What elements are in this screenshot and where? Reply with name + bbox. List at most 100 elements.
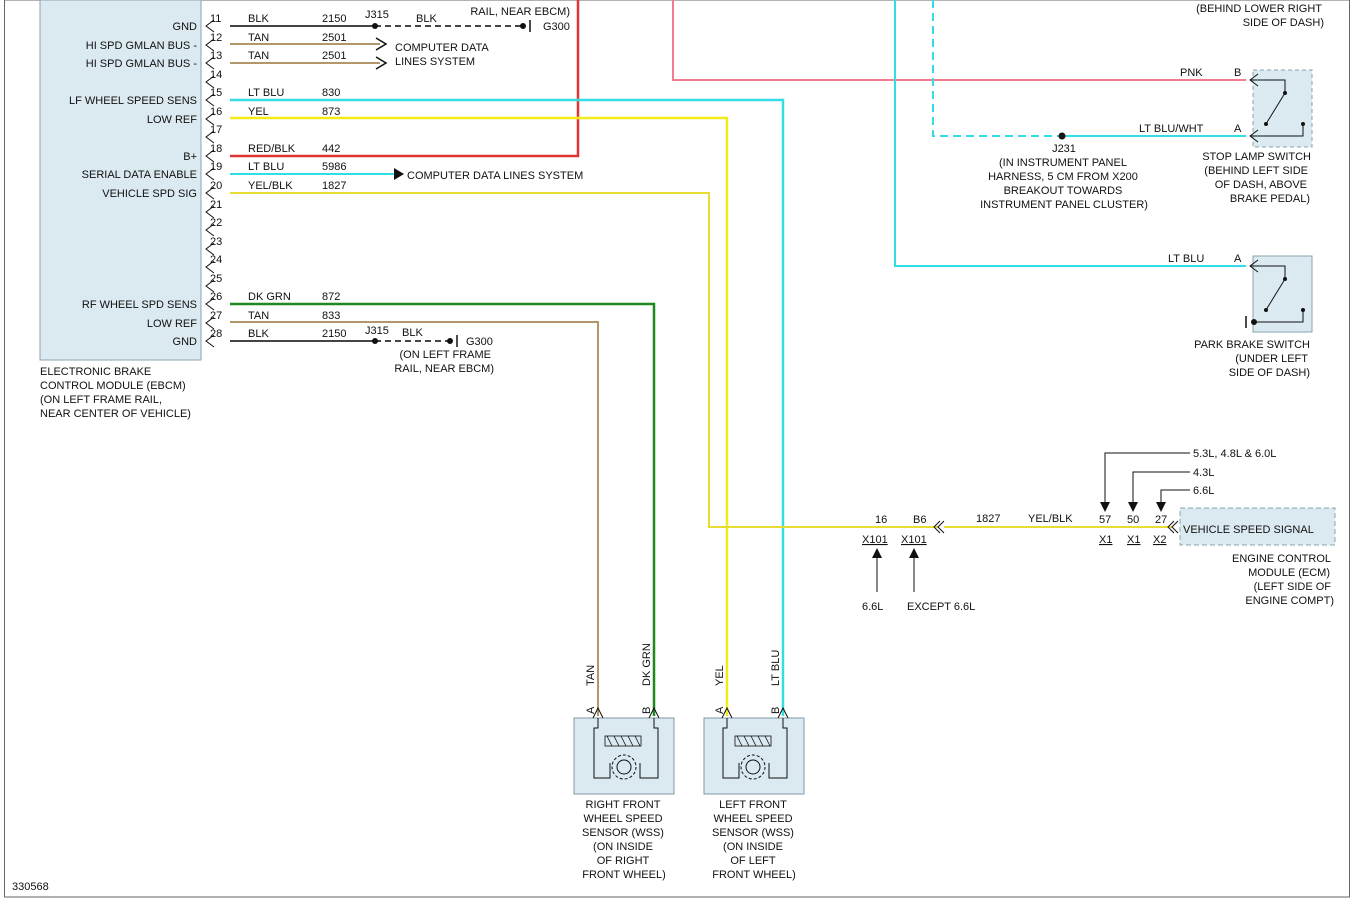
pin-number: 25	[210, 273, 222, 285]
ecm-x1-b: X1	[1127, 534, 1140, 546]
rail-bottom-1: (ON LEFT FRAME	[400, 349, 491, 361]
lf-pin-a: A	[714, 706, 726, 714]
engine-label-1: 5.3L, 4.8L & 6.0L	[1193, 448, 1276, 460]
vss-pin-16: 16	[875, 514, 887, 526]
splice-j315-top	[372, 23, 378, 29]
rf-caption-2: WHEEL SPEED	[583, 813, 662, 825]
pin-number: 18	[210, 143, 222, 155]
pin-wire-color: YEL/BLK	[248, 180, 293, 192]
rail-bottom-2: RAIL, NEAR EBCM)	[394, 363, 494, 375]
park-switch-contact	[1250, 265, 1286, 278]
pin-number: 27	[210, 310, 222, 322]
pin-label: B+	[183, 151, 197, 163]
pin-number: 26	[210, 291, 222, 303]
connector-b6	[933, 520, 945, 534]
wire-pin27-tan	[230, 321, 599, 716]
pin-connector-chevron	[205, 242, 215, 256]
blk-bottom-label: BLK	[402, 327, 423, 339]
ebcm-pin-row: 25	[205, 273, 222, 293]
lf-wheel-speed-sensor	[703, 706, 805, 795]
vss-color: YEL/BLK	[1028, 513, 1073, 525]
wire-pin18-redblk	[230, 0, 580, 158]
ecm-pin-57: 57	[1099, 514, 1111, 526]
pin-number: 28	[210, 328, 222, 340]
ecm-caption-3: (LEFT SIDE OF	[1254, 581, 1332, 593]
rf-caption-4: (ON INSIDE	[593, 841, 653, 853]
rf-caption-6: FRONT WHEEL)	[582, 869, 666, 881]
rf-caption-3: SENSOR (WSS)	[582, 827, 664, 839]
pin-connector-chevron	[205, 112, 215, 126]
pin-circuit-number: 873	[322, 106, 340, 118]
vss-x101-a: X101	[862, 534, 888, 546]
lf-pin-b: B	[770, 707, 782, 714]
rf-caption-5: OF RIGHT	[597, 855, 650, 867]
stop-switch-blade	[1265, 92, 1286, 125]
stop-switch-contact	[1250, 79, 1286, 92]
connector-ecm	[1167, 520, 1179, 534]
pin-wire-color: RED/BLK	[248, 143, 296, 155]
pin-connector-chevron	[205, 93, 215, 107]
pin-label: RF WHEEL SPD SENS	[82, 299, 197, 311]
pin-label: GND	[173, 21, 198, 33]
pin-circuit-number: 2501	[322, 50, 346, 62]
computer-data-1a: COMPUTER DATA	[395, 42, 489, 54]
g300-top-label: G300	[543, 21, 570, 33]
lf-caption-6: FRONT WHEEL)	[712, 869, 796, 881]
pin-label: LOW REF	[147, 114, 197, 126]
ecm-signal-label: VEHICLE SPEED SIGNAL	[1183, 524, 1314, 536]
park-switch-contact-a	[1264, 308, 1268, 312]
pin-circuit-number: 872	[322, 291, 340, 303]
pin-connector-chevron	[205, 334, 215, 348]
ecm-caption-1: ENGINE CONTROL	[1232, 553, 1331, 565]
park-caption-1: PARK BRAKE SWITCH	[1194, 339, 1310, 351]
rf-pin-a: A	[585, 706, 597, 714]
ground-g300-top	[520, 23, 526, 29]
pin-number: 19	[210, 161, 222, 173]
engine-arrow-1	[1100, 502, 1110, 512]
pin-wire-color: YEL	[248, 106, 269, 118]
ebcm-pin-row: B+ 18 RED/BLK 442	[183, 143, 340, 163]
pin-connector-chevron	[205, 149, 215, 163]
pin-circuit-number: 442	[322, 143, 340, 155]
stop-lamp-switch	[1252, 69, 1313, 148]
ebcm-pin-row: 22	[205, 217, 222, 237]
park-switch-ground-dot	[1251, 319, 1257, 325]
wire-pin20-yelblk	[230, 192, 938, 528]
pin-number: 12	[210, 32, 222, 44]
ebcm-caption-2: CONTROL MODULE (EBCM)	[40, 380, 186, 392]
park-caption-3: SIDE OF DASH)	[1229, 367, 1310, 379]
pin-number: 15	[210, 87, 222, 99]
ebcm-pin-row: 21	[205, 199, 222, 219]
pin-wire-color: LT BLU	[248, 161, 284, 173]
figure-id: 330568	[12, 881, 49, 893]
wire-pin26-dkgrn	[230, 302, 656, 716]
arrow-serial-data	[394, 168, 404, 180]
stop-pin-b: B	[1234, 67, 1241, 79]
lf-caption-4: (ON INSIDE	[723, 841, 783, 853]
ebcm-module	[39, 0, 202, 361]
pin-label: SERIAL DATA ENABLE	[82, 169, 197, 181]
j315-bottom-label: J315	[365, 325, 389, 337]
j231-label: J231	[1052, 143, 1076, 155]
lf-wire-a-label: YEL	[714, 665, 726, 686]
pin-number: 14	[210, 69, 222, 81]
park-switch-blade	[1265, 278, 1286, 311]
vss-x101-b: X101	[901, 534, 927, 546]
pin-circuit-number: 1827	[322, 180, 346, 192]
ecm-caption-2: MODULE (ECM)	[1248, 567, 1330, 579]
engine-bracket-1	[1104, 452, 1190, 508]
stop-switch-contact-a	[1264, 122, 1268, 126]
wire-ltblu-park	[894, 0, 1246, 267]
ebcm-caption-3: (ON LEFT FRAME RAIL,	[40, 394, 162, 406]
pin-label: LF WHEEL SPEED SENS	[69, 95, 197, 107]
ecm-caption-4: ENGINE COMPT)	[1245, 595, 1334, 607]
lf-caption-1: LEFT FRONT	[719, 799, 787, 811]
pin-connector-chevron	[205, 56, 215, 70]
pin-wire-color: TAN	[248, 310, 269, 322]
